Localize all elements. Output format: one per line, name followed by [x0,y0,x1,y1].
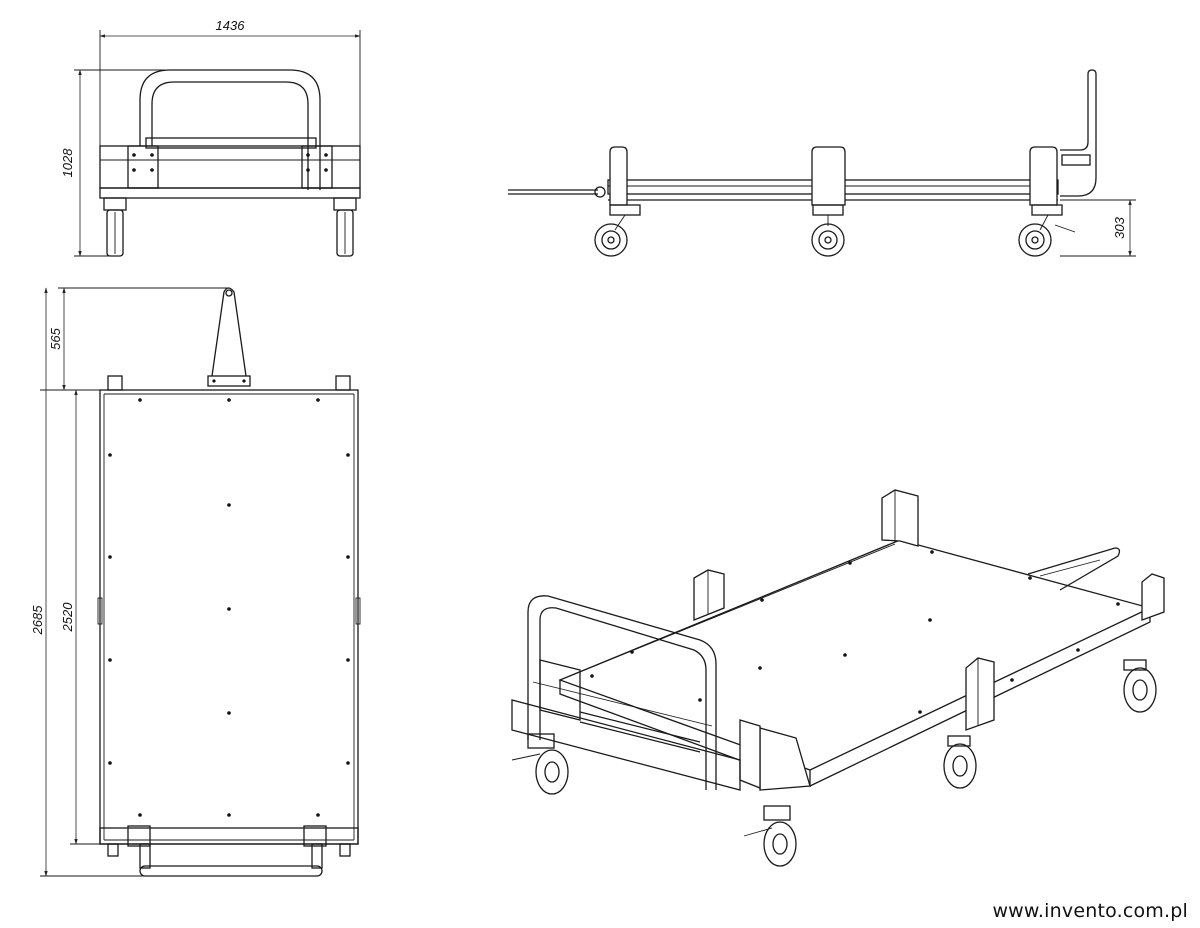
dim-body-length-label: 2520 [60,602,75,633]
dim-deck-height-label: 303 [1112,216,1127,238]
front-view: 1436 1028 [60,18,361,257]
iso-caster-rear-left [511,733,569,795]
website-url: www.invento.com.pl [992,900,1188,922]
dim-overall-length-label: 2685 [30,605,45,636]
iso-caster-rear-right [743,805,797,867]
side-view: 303 [508,69,1136,257]
top-view: 565 2520 2685 [30,287,361,877]
iso-caster-front [1123,659,1157,713]
iso-caster-middle [943,735,977,789]
isometric-view [511,489,1165,867]
dim-height-label: 1028 [60,148,75,178]
dim-width-label: 1436 [216,18,246,33]
iso-deck-bolts [590,550,1120,714]
deck-bolts [108,398,350,817]
dim-tow-bar-label: 565 [48,327,63,349]
